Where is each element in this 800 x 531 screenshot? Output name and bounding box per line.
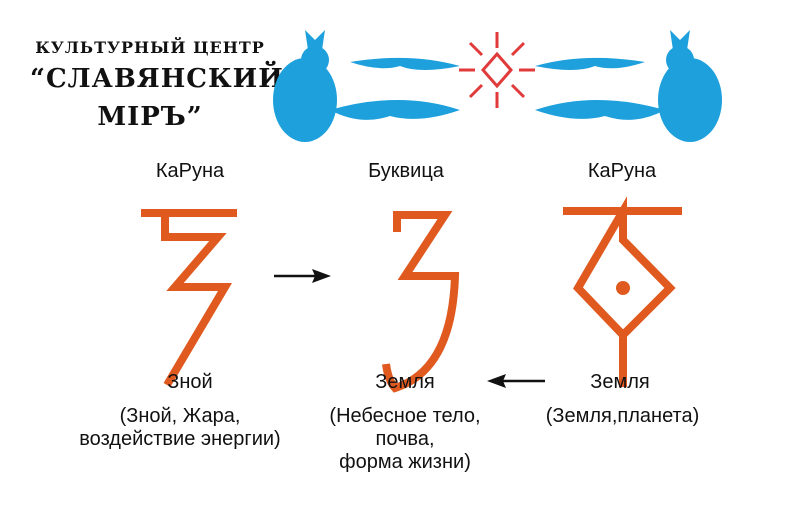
name-zemlya-middle: Земля — [375, 371, 435, 393]
glyph-zemlya-bukvitsa — [382, 211, 460, 393]
glyph-znoy — [141, 209, 237, 388]
ornament-right-sirin — [535, 30, 722, 142]
desc-line: почва, — [375, 428, 435, 450]
arrow-left-icon — [487, 374, 545, 388]
ornament-left-sirin — [273, 30, 460, 142]
glyph-zemlya-karuna — [563, 196, 682, 387]
heading-bukvitsa: Буквица — [368, 160, 444, 182]
desc-line: (Небесное тело, — [329, 405, 481, 427]
desc-line: воздействие энергии) — [79, 428, 281, 450]
logo-line2: “СЛАВЯНСКИЙ — [30, 64, 284, 94]
name-zemlya-right: Земля — [590, 371, 650, 393]
heading-karuna-right: КаРуна — [587, 160, 657, 182]
desc-line: (Земля,планета) — [545, 405, 700, 427]
logo-line3: МІРЪ” — [97, 102, 203, 132]
desc-znoy: (Зной, Жара, воздействие энергии) — [40, 405, 320, 451]
desc-zemlya-right: (Земля,планета) — [515, 405, 730, 428]
desc-zemlya-middle: (Небесное тело, почва, форма жизни) — [290, 405, 520, 474]
desc-line: форма жизни) — [339, 451, 471, 473]
desc-line: (Зной, Жара, — [119, 405, 241, 427]
name-znoy: Зной — [167, 371, 213, 393]
heading-karuna-left: КаРуна — [155, 160, 225, 182]
logo-line1: КУЛЬТУРНЫЙ ЦЕНТР — [35, 38, 265, 57]
sun-icon — [459, 32, 535, 108]
arrow-right-icon — [274, 269, 331, 283]
